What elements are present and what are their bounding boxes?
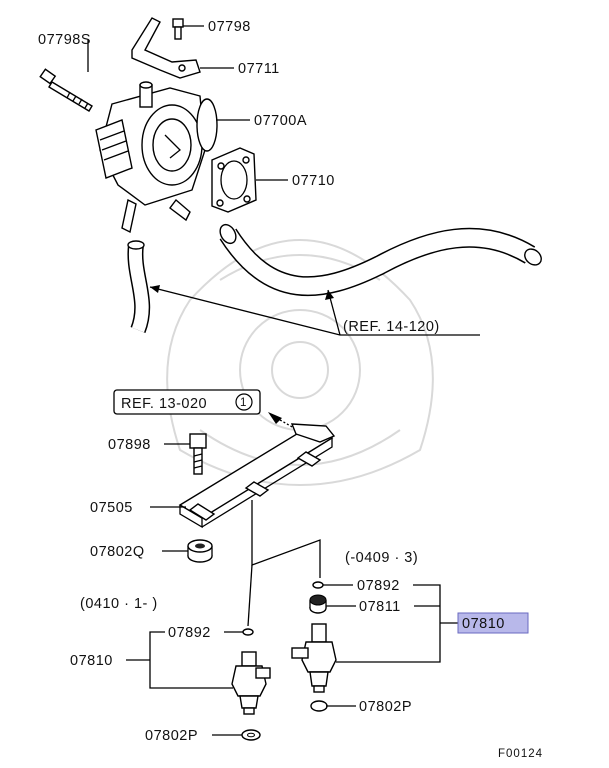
label-07802p-left[interactable]: 07802P xyxy=(145,728,198,744)
label-ref13[interactable]: REF. 13-020 xyxy=(121,396,207,412)
bracket-07711 xyxy=(131,17,201,79)
gasket-07710 xyxy=(211,147,257,213)
bolt-07898 xyxy=(189,433,207,475)
label-ref14[interactable]: (REF. 14-120) xyxy=(343,319,440,335)
label-07710[interactable]: 07710 xyxy=(292,173,335,189)
bolt-07798s xyxy=(39,68,93,112)
hose-long xyxy=(219,223,542,297)
label-07798[interactable]: 07798 xyxy=(208,19,251,35)
throttle-body-07700a xyxy=(95,81,218,234)
label-07811[interactable]: 07811 xyxy=(359,599,401,615)
seal-07811 xyxy=(309,594,327,614)
oring-07802p-left xyxy=(241,729,261,741)
label-07892-left[interactable]: 07892 xyxy=(168,625,211,641)
label-07802q[interactable]: 07802Q xyxy=(90,544,145,560)
ref13-circle xyxy=(235,393,253,411)
bolt-07798 xyxy=(172,18,184,40)
injector-right xyxy=(291,623,337,693)
label-range-b: (0410 · 1- ) xyxy=(80,596,158,612)
ref13-box xyxy=(113,389,261,415)
label-07700a[interactable]: 07700A xyxy=(254,113,307,129)
oring-07802p-right xyxy=(310,700,328,712)
highlight-07810 xyxy=(457,612,529,634)
ref14-arrow-a xyxy=(150,285,160,293)
label-ref13-circle: 1 xyxy=(240,397,247,409)
leader-rail-to-left xyxy=(247,564,253,627)
collar-07802q xyxy=(187,539,213,563)
label-07798s[interactable]: 07798S xyxy=(38,32,91,48)
fuel-rail-07505 xyxy=(178,423,336,529)
label-07505[interactable]: 07505 xyxy=(90,500,133,516)
leader-rail-to-right xyxy=(251,500,321,578)
injector-left xyxy=(231,651,271,715)
oring-07892-right xyxy=(312,581,324,589)
oring-07892-left xyxy=(242,628,254,636)
label-07711[interactable]: 07711 xyxy=(238,61,280,77)
label-07802p-right[interactable]: 07802P xyxy=(359,699,412,715)
figure-code: F00124 xyxy=(498,748,543,760)
label-07810-highlight[interactable]: 07810 xyxy=(462,616,505,632)
ref14-arrow-b xyxy=(325,290,334,300)
label-range-a: (-0409 · 3) xyxy=(345,550,418,566)
label-07892-right[interactable]: 07892 xyxy=(357,578,400,594)
label-07810-left[interactable]: 07810 xyxy=(70,653,113,669)
label-07898[interactable]: 07898 xyxy=(108,437,151,453)
arrow-fuel-rail xyxy=(268,412,295,429)
hose-short xyxy=(127,240,151,333)
bracket-right-a xyxy=(336,584,441,663)
